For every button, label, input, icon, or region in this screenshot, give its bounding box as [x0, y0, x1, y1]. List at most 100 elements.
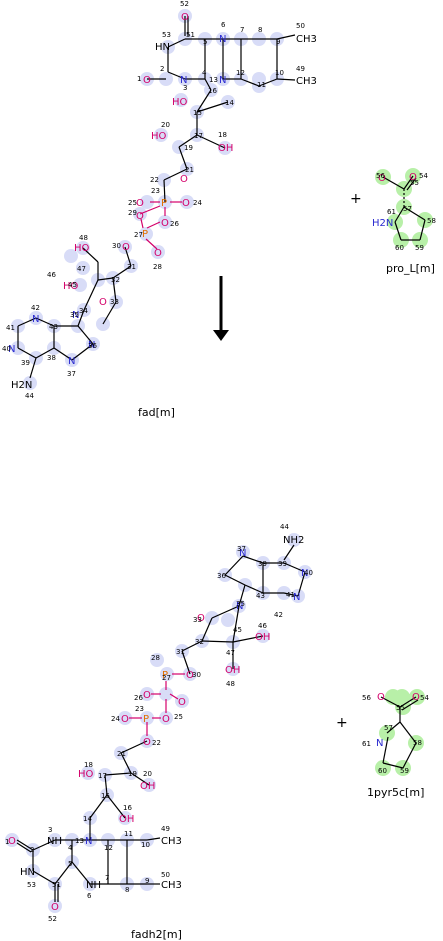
svg-text:39: 39	[21, 359, 30, 367]
svg-text:O: O	[8, 836, 16, 847]
svg-text:9: 9	[145, 877, 149, 885]
svg-text:14: 14	[83, 815, 92, 823]
svg-text:1: 1	[5, 838, 9, 846]
svg-text:60: 60	[395, 244, 404, 252]
svg-text:23: 23	[135, 705, 144, 713]
svg-text:O: O	[186, 670, 194, 681]
svg-text:4: 4	[202, 69, 207, 77]
svg-text:50: 50	[161, 871, 170, 879]
svg-text:18: 18	[84, 761, 93, 769]
svg-text:N: N	[376, 738, 383, 749]
svg-text:H2N: H2N	[11, 380, 32, 391]
svg-text:32: 32	[111, 276, 120, 284]
svg-text:22: 22	[150, 176, 159, 184]
svg-text:61: 61	[362, 740, 371, 748]
caption-pyr: 1pyr5c[m]	[367, 786, 424, 799]
svg-text:8: 8	[258, 26, 262, 34]
svg-text:P: P	[162, 670, 168, 681]
svg-text:N: N	[219, 75, 226, 86]
fadh2-atom-highlights	[5, 533, 312, 913]
svg-text:18: 18	[218, 131, 227, 139]
svg-text:HN: HN	[155, 42, 170, 53]
svg-text:N: N	[236, 601, 243, 612]
svg-text:O: O	[121, 714, 129, 725]
svg-text:52: 52	[48, 915, 57, 923]
svg-text:49: 49	[296, 65, 305, 73]
svg-text:28: 28	[151, 654, 160, 662]
svg-text:P: P	[161, 198, 167, 209]
pro-structure: O O H2N 56 55 54 57 61 58 60 59	[372, 168, 436, 252]
svg-text:12: 12	[104, 844, 113, 852]
svg-text:O: O	[143, 75, 151, 86]
svg-text:31: 31	[176, 648, 185, 656]
svg-text:27: 27	[162, 674, 171, 682]
svg-text:17: 17	[98, 772, 107, 780]
svg-text:13: 13	[209, 76, 218, 84]
svg-text:11: 11	[257, 81, 266, 89]
svg-text:6: 6	[221, 21, 226, 29]
svg-text:7: 7	[240, 26, 244, 34]
fadh2-atom-labels: NH2 N N N N O OH OH O P O O O P O O HO O…	[8, 535, 308, 913]
plus-sign-bottom: +	[336, 715, 348, 731]
svg-text:OH: OH	[218, 143, 233, 154]
svg-text:40: 40	[2, 345, 11, 353]
svg-text:P: P	[142, 229, 148, 240]
svg-text:48: 48	[79, 234, 88, 242]
svg-text:16: 16	[208, 87, 217, 95]
svg-text:OH: OH	[255, 632, 270, 643]
svg-text:3: 3	[183, 84, 187, 92]
svg-text:O: O	[136, 198, 144, 209]
svg-text:48: 48	[226, 680, 235, 688]
svg-text:22: 22	[152, 739, 161, 747]
svg-text:29: 29	[128, 209, 137, 217]
svg-text:34: 34	[79, 307, 88, 315]
svg-text:23: 23	[151, 187, 160, 195]
svg-text:5: 5	[203, 38, 207, 46]
svg-text:47: 47	[226, 649, 235, 657]
svg-text:HO: HO	[74, 243, 90, 254]
svg-text:59: 59	[400, 767, 409, 775]
svg-text:7: 7	[105, 874, 109, 882]
svg-text:39: 39	[278, 560, 287, 568]
fadh2-atom-numbers: 44 37 39 36 39 40 35 41 43 42 33 46 45 3…	[5, 523, 313, 923]
svg-text:6: 6	[87, 892, 92, 900]
svg-text:49: 49	[161, 825, 170, 833]
svg-text:8: 8	[125, 886, 129, 894]
svg-text:P: P	[143, 714, 149, 725]
svg-text:17: 17	[194, 132, 203, 140]
svg-text:1: 1	[137, 75, 141, 83]
svg-text:53: 53	[162, 31, 171, 39]
reaction-arrow	[213, 276, 229, 341]
caption-fadh2: fadh2[m]	[131, 928, 182, 941]
svg-text:O: O	[143, 737, 151, 748]
svg-text:11: 11	[124, 830, 133, 838]
svg-text:42: 42	[274, 611, 283, 619]
svg-text:51: 51	[186, 31, 195, 39]
svg-text:OH: OH	[140, 781, 155, 792]
svg-text:O: O	[378, 173, 386, 184]
svg-text:51: 51	[52, 881, 61, 889]
svg-text:O: O	[154, 248, 162, 259]
fad-structure: O HN N O N N CH3 CH3 HO HO OH O O P O O …	[2, 0, 317, 400]
svg-text:5: 5	[68, 860, 72, 868]
svg-text:HO: HO	[172, 97, 188, 108]
svg-text:O: O	[377, 692, 385, 703]
svg-text:N: N	[85, 836, 92, 847]
svg-text:O: O	[51, 902, 59, 913]
svg-text:O: O	[409, 172, 417, 183]
svg-text:O: O	[136, 211, 144, 222]
svg-text:26: 26	[134, 694, 143, 702]
svg-text:53: 53	[27, 881, 36, 889]
svg-text:N: N	[293, 592, 300, 603]
fad-bonds	[17, 16, 296, 379]
fadh2-bonds	[16, 544, 306, 902]
svg-text:2: 2	[160, 65, 164, 73]
svg-text:OH: OH	[119, 814, 134, 825]
svg-text:21: 21	[185, 166, 194, 174]
svg-text:10: 10	[275, 69, 284, 77]
svg-text:26: 26	[170, 220, 179, 228]
svg-text:61: 61	[387, 208, 396, 216]
svg-text:30: 30	[192, 671, 201, 679]
svg-text:25: 25	[174, 713, 183, 721]
svg-text:39: 39	[258, 560, 267, 568]
